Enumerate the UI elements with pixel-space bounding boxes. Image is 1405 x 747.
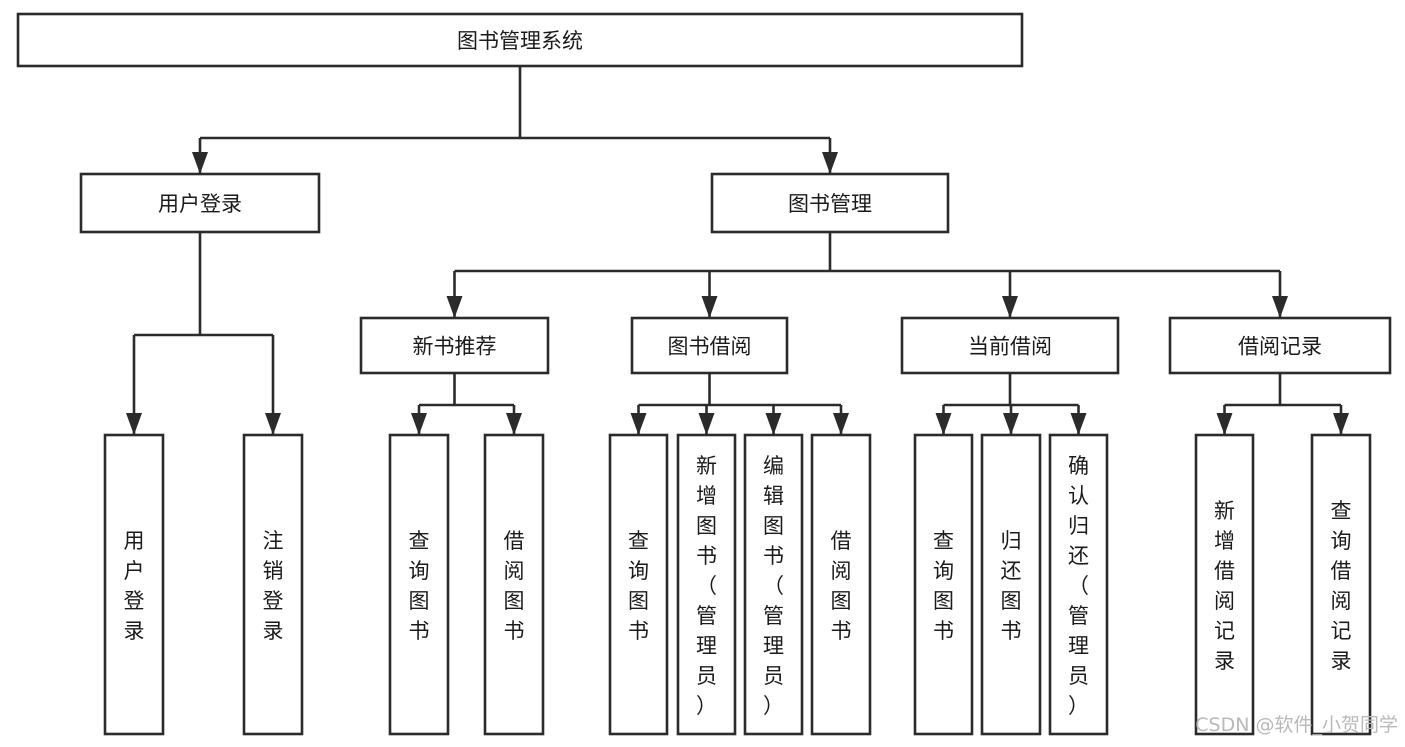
conn-current-borrow-arrowhead-2 [1070, 413, 1087, 435]
node-root-box[interactable] [16, 12, 1024, 68]
node-current-borrow-label: 当前借阅 [968, 335, 1052, 359]
conn-borrow-record-arrowhead-1 [1333, 413, 1349, 435]
node-new-book-recommend-label: 新书推荐 [413, 335, 497, 359]
node-book-borrow-label: 图书借阅 [668, 335, 752, 359]
conn-root-arrowhead-0 [192, 152, 208, 174]
node-leaf-query-borrow-record-box[interactable] [1310, 433, 1372, 736]
node-leaf-add-book-admin-label: 新增图书（管理员） [696, 454, 717, 718]
conn-user-login-arrowhead-1 [265, 413, 281, 435]
conn-user-login-arrowhead-0 [126, 413, 142, 435]
node-leaf-return-book-box[interactable] [980, 433, 1042, 736]
conn-book-borrow-arrowhead-2 [765, 413, 782, 435]
node-leaf-query-book-borrow-label: 查询图书 [628, 529, 649, 643]
node-leaf-confirm-return-admin-box[interactable] [1048, 433, 1109, 736]
node-leaf-return-book-label: 归还图书 [1001, 529, 1022, 643]
node-borrow-record-label: 借阅记录 [1238, 335, 1322, 359]
node-book-borrow-box[interactable] [630, 316, 789, 375]
csdn-watermark: CSDN @软件_小贺同学 [1195, 714, 1398, 736]
node-current-borrow-box[interactable] [900, 316, 1120, 375]
conn-book-management-arrowhead-0 [446, 296, 463, 318]
node-leaf-confirm-return-admin-label: 确认归还（管理员） [1068, 454, 1089, 718]
conn-book-management-arrowhead-2 [1002, 296, 1018, 318]
node-leaf-borrow-book-rec-label: 借阅图书 [504, 529, 525, 643]
node-leaf-add-borrow-record-box[interactable] [1194, 433, 1255, 736]
node-leaf-query-book-rec-label: 查询图书 [409, 529, 430, 643]
conn-book-borrow-arrowhead-1 [698, 413, 715, 435]
node-new-book-recommend-box[interactable] [359, 316, 550, 375]
node-leaf-borrow-book-box[interactable] [810, 433, 872, 736]
node-leaf-query-book-current-box[interactable] [913, 433, 974, 736]
node-leaf-edit-book-admin-label: 编辑图书（管理员） [763, 454, 784, 718]
node-leaf-query-book-rec-box[interactable] [388, 433, 450, 736]
conn-root-arrowhead-1 [822, 152, 838, 174]
conn-book-management-arrowhead-1 [701, 296, 718, 318]
node-leaf-query-borrow-record-label: 查询借阅记录 [1331, 499, 1352, 673]
node-leaf-borrow-book-label: 借阅图书 [831, 529, 852, 643]
conn-book-management-arrowhead-3 [1272, 296, 1288, 318]
conn-new-book-recommend-arrowhead-0 [411, 413, 427, 435]
node-user-login-box[interactable] [79, 172, 321, 234]
node-leaf-logout-label: 注销登录 [263, 529, 284, 643]
node-book-management-box[interactable] [710, 172, 950, 234]
node-borrow-record-box[interactable] [1168, 316, 1392, 375]
conn-current-borrow-arrowhead-1 [1003, 413, 1019, 435]
conn-new-book-recommend-arrowhead-1 [506, 413, 522, 435]
node-root-label: 图书管理系统 [457, 29, 583, 53]
node-leaf-add-book-admin-box[interactable] [676, 433, 737, 736]
conn-book-borrow-arrowhead-0 [630, 413, 647, 435]
node-leaf-logout-box[interactable] [242, 433, 304, 736]
node-leaf-query-book-borrow-box[interactable] [608, 433, 669, 736]
node-leaf-user-login-label: 用户登录 [124, 529, 145, 643]
node-leaf-borrow-book-rec-box[interactable] [483, 433, 545, 736]
node-leaf-user-login-box[interactable] [103, 433, 165, 736]
node-user-login-label: 用户登录 [158, 192, 242, 216]
node-book-management-label: 图书管理 [788, 192, 872, 216]
node-leaf-query-book-current-label: 查询图书 [933, 529, 954, 643]
conn-book-borrow-arrowhead-3 [833, 413, 849, 435]
node-leaf-edit-book-admin-box[interactable] [743, 433, 804, 736]
connector-layer [126, 66, 1349, 435]
node-layer: 图书管理系统用户登录图书管理新书推荐图书借阅当前借阅借阅记录用户登录注销登录查询… [16, 12, 1392, 736]
node-leaf-add-borrow-record-label: 新增借阅记录 [1214, 499, 1235, 673]
conn-current-borrow-arrowhead-0 [935, 413, 952, 435]
conn-borrow-record-arrowhead-0 [1216, 413, 1233, 435]
